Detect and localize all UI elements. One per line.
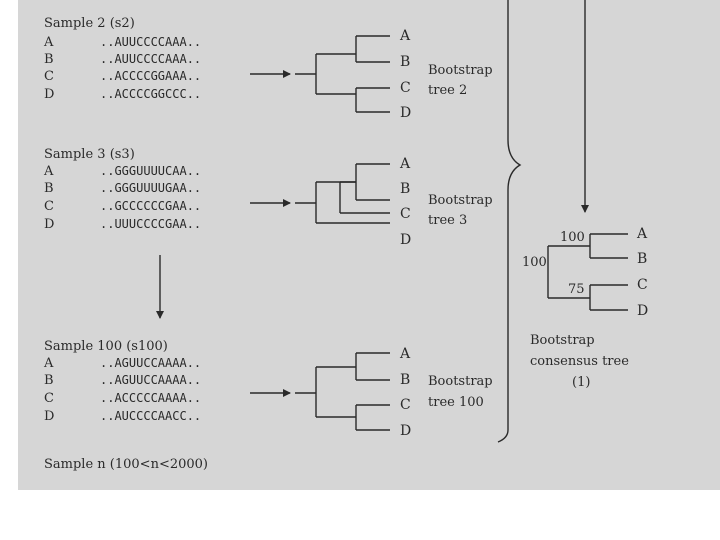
support-value: 75 [568,282,585,297]
sequence: ..AGUUCCAAAA.. [100,373,201,387]
tree-leaf-label: C [400,206,411,222]
sample-title: Sample 3 (s3) [44,147,135,162]
tree-leaf-label: A [399,346,411,362]
sequence: ..AUCCCCAACC.. [100,409,201,423]
bootstrap-tree-100 [295,352,390,431]
consensus-tree [547,233,628,311]
bootstrap-tree-3 [295,163,390,224]
taxon-label: C [44,391,54,406]
sequence: ..AGUUCCAAAA.. [100,356,201,370]
tree-leaf-label: C [637,277,648,293]
sequence: ..AUUCCCCAAA.. [100,52,201,66]
taxon-label: B [44,373,54,388]
tree-label: tree 100 [428,395,484,410]
taxon-label: A [43,356,54,371]
taxon-label: B [44,181,54,196]
sequence: ..ACCCCCAAAA.. [100,391,201,405]
tree-leaf-label: D [400,423,411,439]
sequence: ..ACCCCGGAAA.. [100,69,201,83]
sequence: ..GCCCCCCGAA.. [100,199,201,213]
taxon-label: D [44,217,54,232]
tree-label: Bootstrap [428,374,493,389]
support-value: 100 [560,230,585,245]
tree-label: tree 2 [428,83,467,98]
tree-leaf-label: B [400,54,410,70]
consensus-label: consensus tree [530,354,629,369]
sequence: ..GGGUUUUGAA.. [100,181,201,195]
tree-leaf-label: A [399,156,411,172]
grouping-brace [497,0,522,443]
sample-n-label: Sample n (100<n<2000) [44,457,208,472]
support-value: 100 [522,255,547,270]
bootstrap-tree-2 [295,35,390,113]
tree-leaf-label: C [400,80,411,96]
sequence: ..ACCCCGGCCC.. [100,87,201,101]
tree-leaf-label: D [637,303,648,319]
taxon-label: D [44,409,54,424]
sample-title: Sample 2 (s2) [44,16,135,31]
tree-leaf-label: A [399,28,411,44]
taxon-label: B [44,52,54,67]
tree-label: Bootstrap [428,193,493,208]
tree-leaf-label: B [400,372,410,388]
tree-leaf-label: B [637,251,647,267]
tree-label: tree 3 [428,213,467,228]
sequence: ..AUUCCCCAAA.. [100,35,201,49]
consensus-label: (1) [572,375,590,390]
tree-leaf-label: D [400,105,411,121]
taxon-label: D [44,87,54,102]
tree-leaf-label: C [400,397,411,413]
sample-title: Sample 100 (s100) [44,339,168,354]
taxon-label: A [43,35,54,50]
tree-leaf-label: D [400,232,411,248]
sequence: ..UUUCCCCGAA.. [100,217,201,231]
taxon-label: C [44,199,54,214]
tree-leaf-label: A [636,226,648,242]
tree-label: Bootstrap [428,63,493,78]
taxon-label: C [44,69,54,84]
taxon-label: A [43,164,54,179]
tree-leaf-label: B [400,181,410,197]
consensus-label: Bootstrap [530,333,595,348]
figure-panel [18,0,720,490]
sequence: ..GGGUUUUCAA.. [100,164,201,178]
